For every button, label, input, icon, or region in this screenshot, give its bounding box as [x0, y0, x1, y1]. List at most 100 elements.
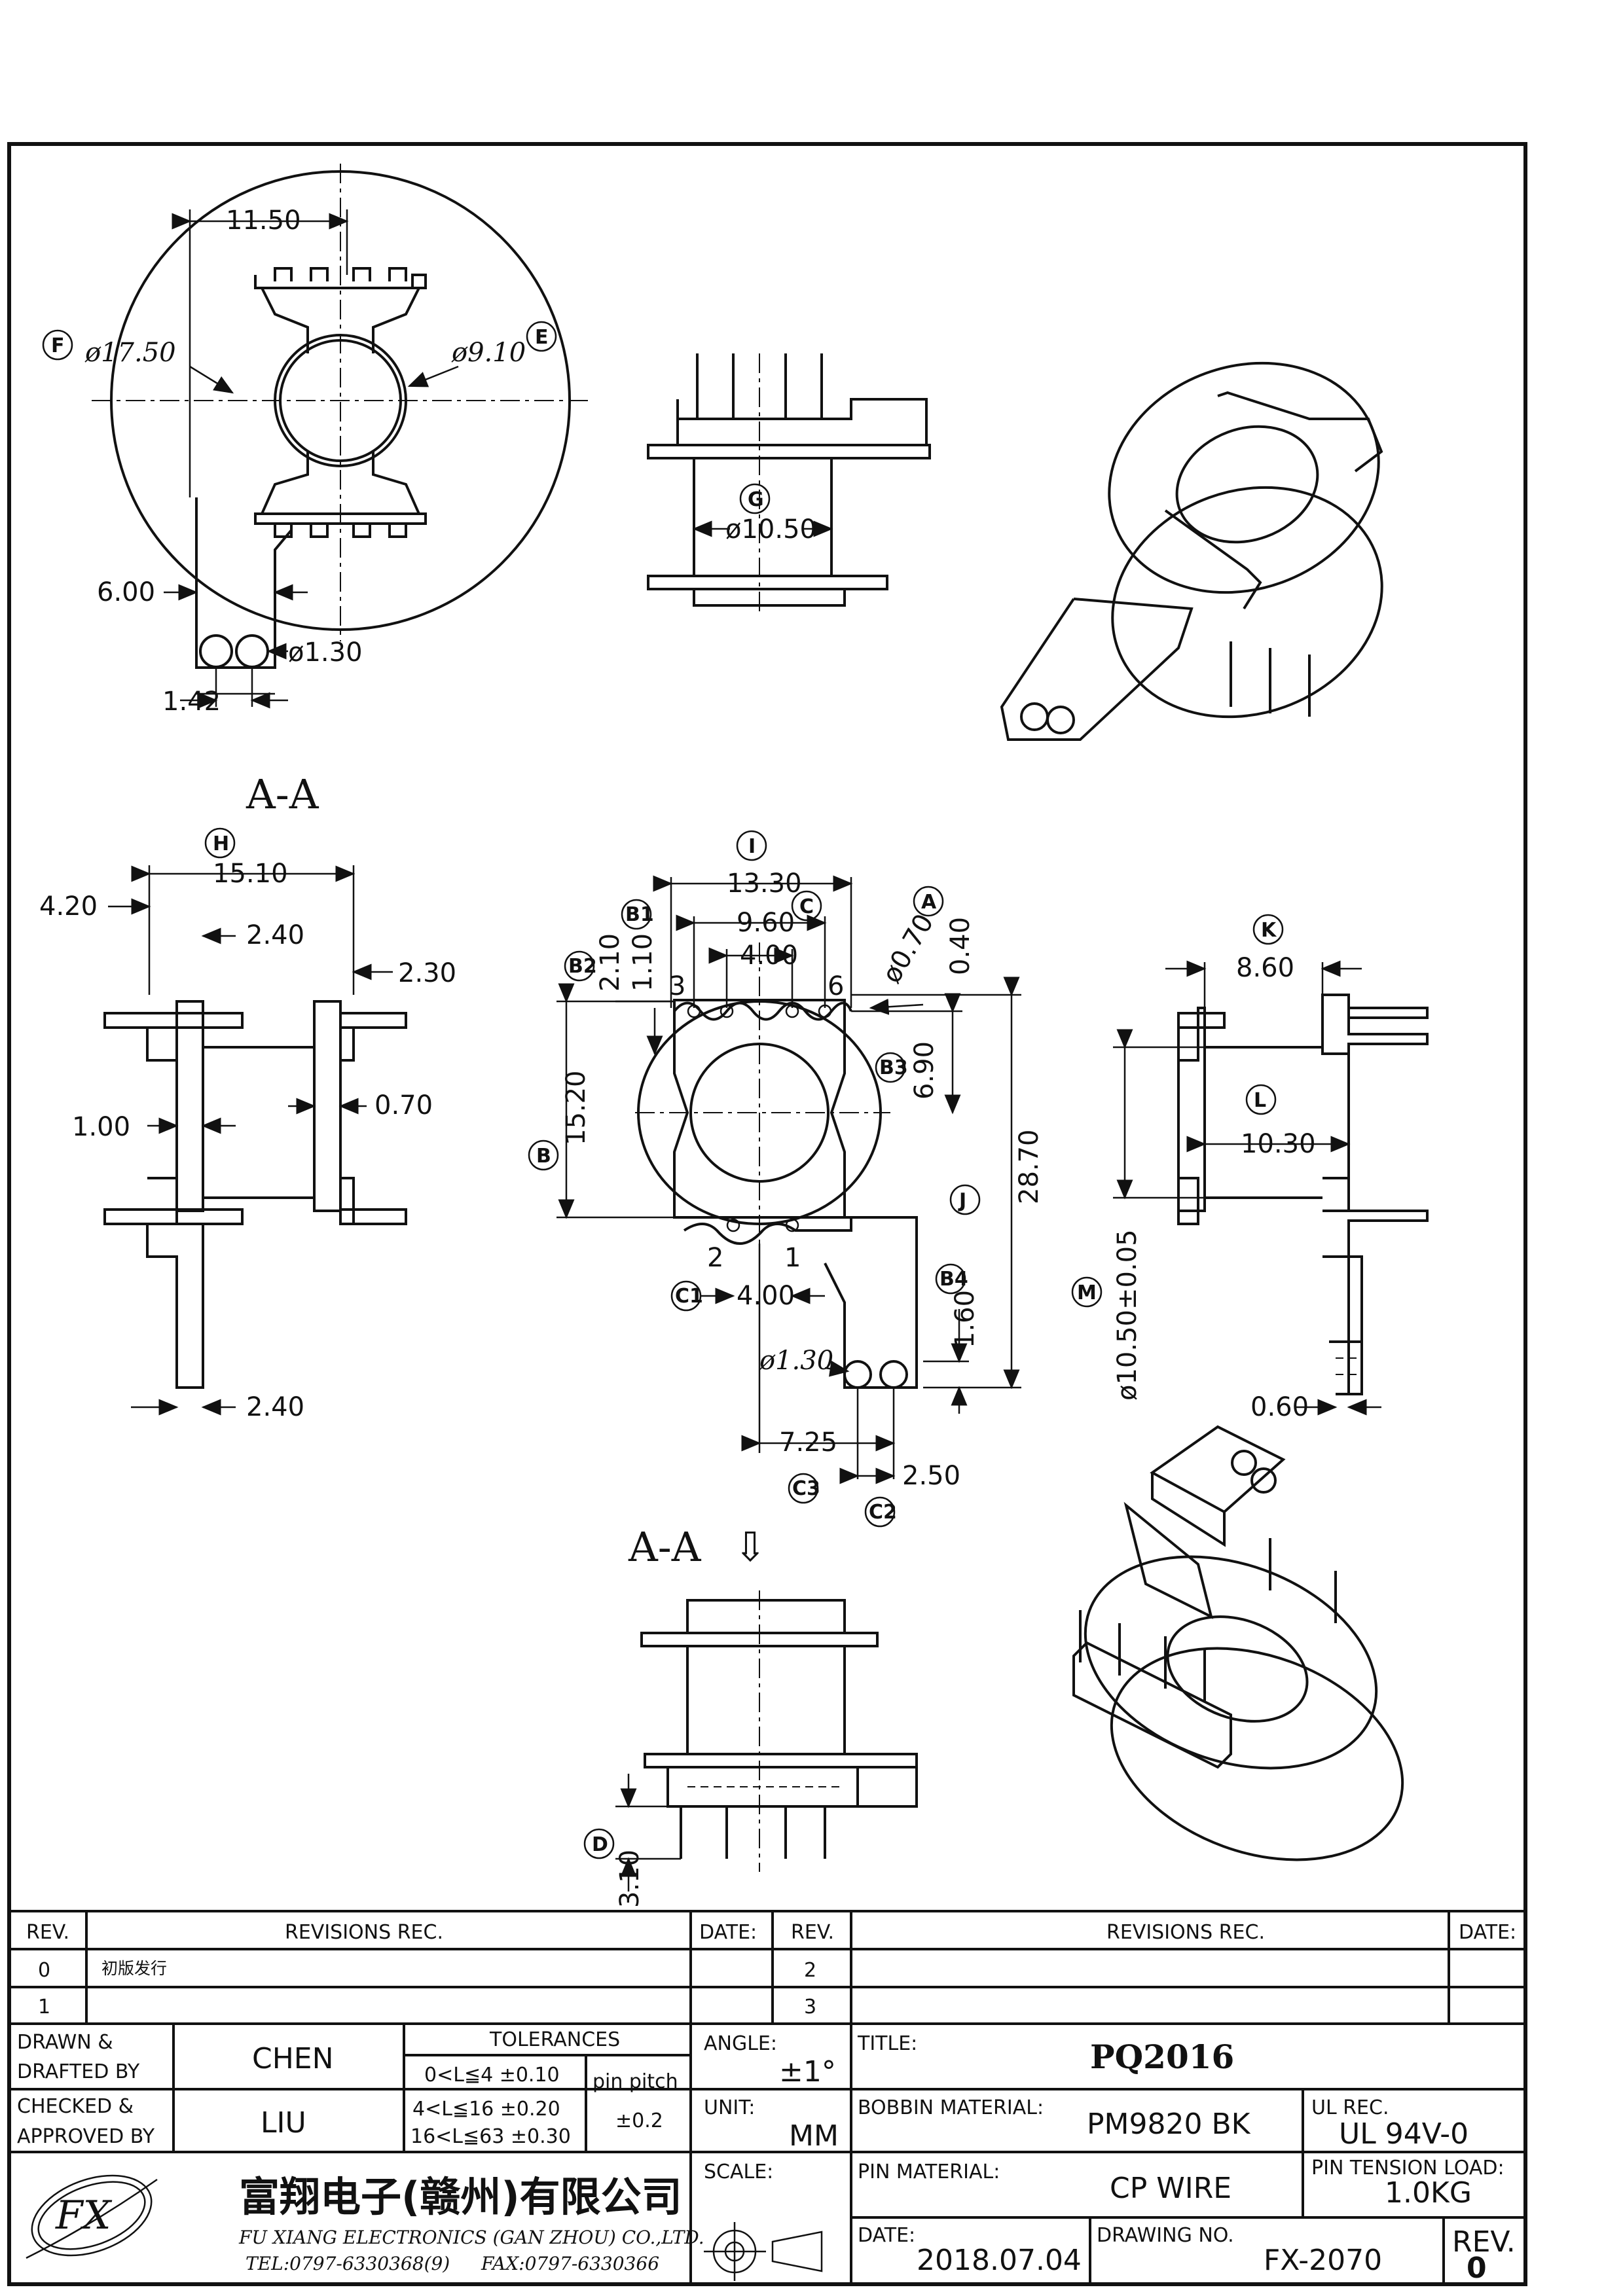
isometric-view-bottom — [1072, 1425, 1404, 1861]
date-label: DATE: — [858, 2224, 915, 2247]
unit-label: UNIT: — [704, 2096, 755, 2119]
dim-1-60: 1.60 — [950, 1290, 980, 1348]
dim-2-40-top: 2.40 — [246, 920, 304, 950]
date-value: 2018.07.04 — [917, 2244, 1082, 2277]
dim-4-20: 4.20 — [39, 891, 98, 922]
top-view: 11.50 F ø17.50 ø9.10 E 6.00 ø1.30 1.42 — [42, 164, 589, 717]
dim-13-30: 13.30 — [727, 869, 802, 899]
dim-pin-dia: ø0.70 — [877, 909, 940, 988]
pin-tension-label: PIN TENSION LOAD: — [1311, 2157, 1504, 2179]
label-l: L — [1254, 1089, 1266, 1112]
label-i: I — [748, 835, 756, 858]
label-j: J — [958, 1189, 966, 1212]
pin-material-value: CP WIRE — [1110, 2172, 1231, 2205]
title-block: REV. REVISIONS REC. DATE: REV. REVISIONS… — [9, 1910, 1525, 2285]
projection-symbol-icon — [704, 2222, 823, 2281]
rev-label: REV. — [1452, 2225, 1516, 2259]
label-g: G — [748, 488, 764, 511]
checked-label-1: CHECKED & — [17, 2095, 134, 2118]
label-a: A — [921, 891, 937, 914]
dim-total: 15.10 — [213, 859, 288, 889]
dim-1-10: 1.10 — [628, 933, 658, 992]
rev-2: 2 — [804, 1959, 816, 1982]
dim-width: 11.50 — [226, 206, 301, 236]
bobbin-material-label: BOBBIN MATERIAL: — [858, 2096, 1044, 2119]
tolerance-1: 0<L≦4 ±0.10 — [424, 2064, 560, 2087]
pin-2: 2 — [707, 1243, 723, 1273]
tolerance-2: 4<L≦16 ±0.20 — [412, 2098, 560, 2121]
dim-core: ø10.50±0.05 — [1112, 1229, 1142, 1401]
angle-label: ANGLE: — [704, 2032, 777, 2055]
company-name-cn: 富翔电子(赣州)有限公司 — [239, 2173, 682, 2221]
dim-0-40: 0.40 — [945, 917, 976, 975]
dim-tab: 6.00 — [97, 577, 155, 607]
rev-1: 1 — [38, 1996, 50, 2018]
label-c1: C1 — [675, 1285, 703, 1308]
company-logo-icon: FX — [26, 2174, 158, 2259]
ul-label: UL REC. — [1311, 2096, 1389, 2119]
label-b: B — [536, 1145, 551, 1168]
checked-value: LIU — [261, 2106, 306, 2140]
dim-2-40-bottom: 2.40 — [246, 1392, 304, 1422]
drawn-label-1: DRAWN & — [17, 2031, 113, 2054]
tolerance-3: 16<L≦63 ±0.30 — [410, 2125, 571, 2148]
title-value: PQ2016 — [1090, 2037, 1234, 2076]
pin-pitch-value: ±0.2 — [615, 2109, 663, 2132]
side-view: G ø10.50 — [647, 353, 931, 615]
dim-hole-dia: ø1.30 — [759, 1346, 833, 1376]
drawing-no-value: FX-2070 — [1264, 2244, 1382, 2277]
rev-value: 0 — [1467, 2251, 1487, 2285]
pin-1: 1 — [784, 1243, 801, 1273]
label-e: E — [535, 326, 549, 349]
company-name-en: FU XIANG ELECTRONICS (GAN ZHOU) CO.,LTD. — [238, 2227, 704, 2248]
label-c: C — [799, 895, 814, 918]
label-k: K — [1261, 919, 1277, 942]
dim-0-60: 0.60 — [1250, 1392, 1309, 1422]
drawing-no-label: DRAWING NO. — [1097, 2224, 1234, 2247]
dim-2-10: 2.10 — [595, 933, 625, 992]
dim-3-10: 3.10 — [615, 1850, 645, 1908]
dim-8-60: 8.60 — [1236, 953, 1294, 983]
revisions-header: REVISIONS REC. — [285, 1921, 443, 1944]
dim-28-70: 28.70 — [1014, 1129, 1044, 1204]
label-f: F — [51, 334, 65, 357]
tolerances-header: TOLERANCES — [489, 2028, 620, 2051]
label-m: M — [1077, 1282, 1097, 1304]
dim-2-30: 2.30 — [398, 958, 456, 988]
dim-pin-offset: 1.42 — [162, 687, 221, 717]
dim-9-60: 9.60 — [737, 908, 795, 938]
dim-7-25: 7.25 — [779, 1427, 837, 1458]
rev-0: 0 — [38, 1959, 50, 1982]
pin-6: 6 — [828, 971, 844, 1001]
angle-value: ±1° — [779, 2055, 836, 2089]
front-view: I 13.30 C A 9.60 4.00 ø0.70 0.40 B1 B2 2… — [528, 830, 1044, 1528]
date-header: DATE: — [699, 1921, 757, 1944]
dim-1-00: 1.00 — [72, 1112, 130, 1142]
label-d: D — [592, 1833, 608, 1856]
label-b4: B4 — [939, 1268, 968, 1291]
label-b2: B2 — [568, 955, 597, 978]
company-tel: TEL:0797-6330368(9) — [246, 2253, 450, 2274]
rev-header-2: REV. — [791, 1921, 834, 1944]
label-c3: C3 — [792, 1477, 820, 1500]
label-c2: C2 — [869, 1501, 897, 1524]
ul-value: UL 94V-0 — [1339, 2117, 1468, 2151]
label-h: H — [213, 833, 229, 855]
scale-label: SCALE: — [704, 2161, 773, 2183]
checked-label-2: APPROVED BY — [17, 2125, 155, 2148]
dim-15-20: 15.20 — [561, 1070, 591, 1145]
section-title: A-A — [246, 770, 319, 818]
lower-view: A-A ⇩ D 3.10 — [583, 1523, 918, 1908]
dim-core-dia: ø10.50 — [725, 514, 816, 545]
rev-3: 3 — [804, 1996, 816, 2018]
pin-3: 3 — [669, 971, 685, 1001]
title-label: TITLE: — [857, 2032, 917, 2055]
pin-tension-value: 1.0KG — [1385, 2176, 1472, 2210]
section-view: H 15.10 4.20 2.40 2.30 1.00 0.70 2.40 — [39, 827, 456, 1422]
isometric-view-top — [1000, 361, 1383, 741]
dim-10-30: 10.30 — [1241, 1129, 1316, 1159]
dim-6-90: 6.90 — [909, 1041, 939, 1100]
bobbin-material-value: PM9820 BK — [1087, 2108, 1251, 2141]
sheet-frame — [7, 142, 1527, 2286]
